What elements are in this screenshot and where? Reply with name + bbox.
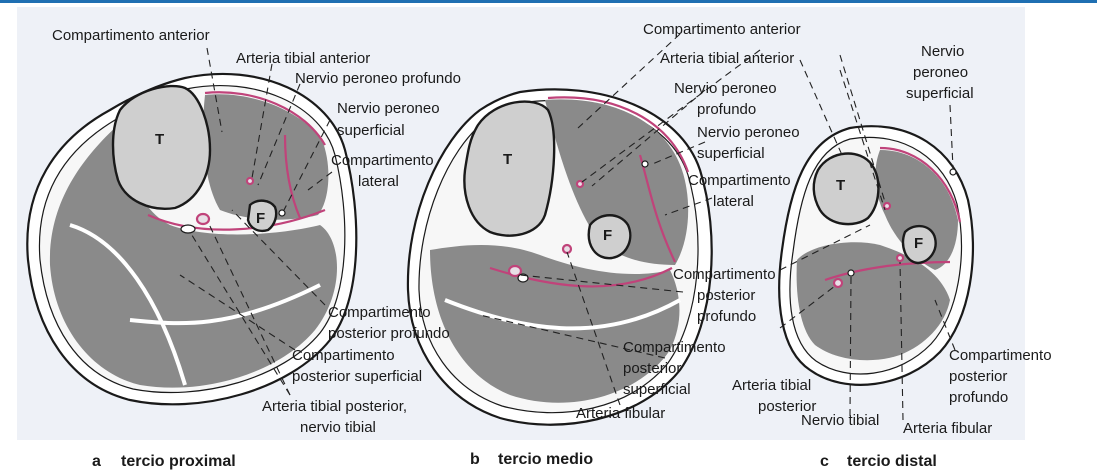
section-b-art-fibular	[563, 245, 571, 253]
label-b-comp-lat-2: lateral	[713, 193, 754, 210]
section-b-tibia-label: T	[503, 151, 512, 168]
label-c-art-tib-post-1: Arteria tibial	[732, 377, 811, 394]
section-a-art-tib-post	[197, 214, 209, 224]
label-b-comp-lat-1: Compartimento	[688, 172, 791, 189]
label-c-art-fibular: Arteria fibular	[903, 420, 992, 437]
caption-b-letter: b	[470, 451, 480, 468]
section-b-nerve-per-sup	[642, 161, 648, 167]
label-b-n-per-prof-1: Nervio peroneo	[674, 80, 777, 97]
label-c-n-per-sup-1: Nervio	[921, 43, 964, 60]
label-a-post-sup-2: posterior superficial	[292, 368, 422, 385]
caption-a-text: tercio proximal	[121, 453, 236, 470]
label-b-n-per-sup-2: superficial	[697, 145, 765, 162]
section-c-art-fibular	[897, 255, 903, 261]
label-a-art-tib-post-2: nervio tibial	[300, 419, 376, 436]
label-a-comp-lat-1: Compartimento	[331, 152, 434, 169]
label-a-art-tib-ant: Arteria tibial anterior	[236, 50, 370, 67]
label-c-n-tibial: Nervio tibial	[801, 412, 879, 429]
label-c-n-per-sup-3: superficial	[906, 85, 974, 102]
label-b-post-sup-2: posterior	[623, 360, 681, 377]
section-a-nerve-per-sup	[279, 210, 285, 216]
label-c-n-per-sup-2: peroneo	[913, 64, 968, 81]
label-a-art-tib-post-1: Arteria tibial posterior,	[262, 398, 407, 415]
label-a-post-prof-2: posterior profundo	[328, 325, 450, 342]
caption-c-text: tercio distal	[847, 453, 937, 470]
section-c-distal: T F	[779, 126, 973, 385]
label-b-n-per-sup-1: Nervio peroneo	[697, 124, 800, 141]
label-c-post-prof-3: profundo	[949, 389, 1008, 406]
label-b-post-sup-3: superficial	[623, 381, 691, 398]
label-a-comp-lat-2: lateral	[358, 173, 399, 190]
label-b-art-fibular: Arteria fibular	[576, 405, 665, 422]
section-a-tibia-label: T	[155, 131, 164, 148]
section-a-nerve-tibial	[181, 225, 195, 233]
label-b-post-prof-1: Compartimento	[673, 266, 776, 283]
label-b-post-prof-3: profundo	[697, 308, 756, 325]
label-a-n-per-sup-1: Nervio peroneo	[337, 100, 440, 117]
label-b-art-tib-ant: Arteria tibial anterior	[660, 50, 794, 67]
label-b-comp-anterior: Compartimento anterior	[643, 21, 801, 38]
label-b-post-prof-2: posterior	[697, 287, 755, 304]
section-c-fibula-label: F	[914, 235, 923, 252]
caption-a-letter: a	[92, 453, 101, 470]
label-c-post-prof-1: Compartimento	[949, 347, 1052, 364]
caption-c-letter: c	[820, 453, 829, 470]
section-c-nerve-per-sup	[950, 169, 956, 175]
label-a-n-per-prof: Nervio peroneo profundo	[295, 70, 461, 87]
section-a-art-tib-ant	[247, 178, 253, 184]
label-a-post-sup-1: Compartimento	[292, 347, 395, 364]
section-b-art-tib-post	[509, 266, 521, 276]
section-c-tibia	[814, 154, 879, 225]
captions: a tercio proximal b tercio medio c terci…	[92, 451, 937, 470]
section-c-nerve-tibial	[848, 270, 854, 276]
label-a-post-prof-1: Compartimento	[328, 304, 431, 321]
section-a-fibula-label: F	[256, 210, 265, 227]
section-c-tibia-label: T	[836, 177, 845, 194]
label-a-comp-anterior: Compartimento anterior	[52, 27, 210, 44]
section-c-art-tib-post	[834, 279, 842, 287]
label-c-post-prof-2: posterior	[949, 368, 1007, 385]
label-a-n-per-sup-2: superficial	[337, 122, 405, 139]
label-b-post-sup-1: Compartimento	[623, 339, 726, 356]
caption-b-text: tercio medio	[498, 451, 593, 468]
label-b-n-per-prof-2: profundo	[697, 101, 756, 118]
section-b-fibula-label: F	[603, 227, 612, 244]
